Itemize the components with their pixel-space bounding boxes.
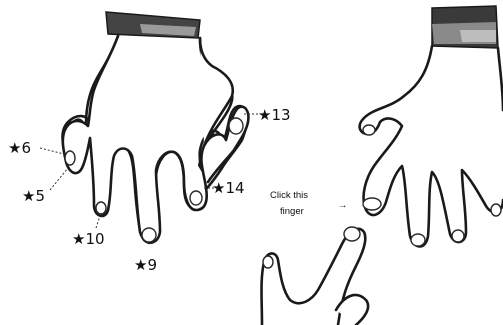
pointer-nail: [344, 227, 360, 241]
right-hand-outline: [360, 46, 503, 247]
instruction-line-2: finger: [280, 206, 304, 217]
right-ring-nail: [452, 230, 464, 242]
left-pinky-nail: [65, 151, 75, 165]
instruction-arrow: →: [338, 200, 348, 211]
left-middle-nail: [142, 228, 156, 242]
right-pinky-nail: [491, 204, 501, 216]
marker-13: ★13: [258, 106, 291, 124]
marker-5: ★5: [22, 187, 45, 205]
right-middle-nail: [411, 234, 425, 246]
left-thumb-nail: [229, 118, 243, 134]
pointing-hand: [262, 227, 369, 325]
marker-10: ★10: [72, 230, 105, 248]
left-hand: ★13 ★6 ★5 ★14 ★10 ★9: [8, 12, 291, 274]
pointer-thumb-nail: [263, 256, 273, 268]
marker-6: ★6: [8, 139, 31, 157]
right-cuff: [432, 6, 498, 48]
instruction-line-1: Click this: [270, 190, 308, 201]
marker-14: ★14: [212, 179, 245, 197]
left-cuff: [106, 12, 200, 38]
marker-9: ★9: [134, 256, 157, 274]
click-instruction: Click this finger →: [270, 190, 348, 217]
left-index-nail: [190, 191, 202, 205]
target-finger[interactable]: [356, 180, 390, 214]
left-ring-nail: [96, 202, 106, 214]
right-thumb-nail: [363, 125, 375, 135]
